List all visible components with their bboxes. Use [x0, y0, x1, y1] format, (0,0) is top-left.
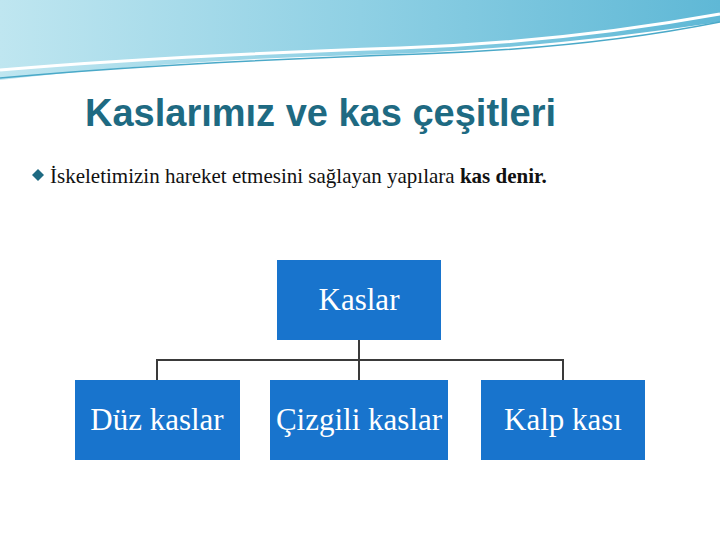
wave-line	[0, 22, 720, 78]
category-box: Düz kaslar	[75, 380, 240, 460]
wave-line	[0, 14, 720, 70]
category-box: Kalp kası	[481, 380, 645, 460]
box-label: Çizgili kaslar	[276, 404, 442, 436]
definition-text: İskeletimizin hareket etmesini sağlayan …	[50, 164, 455, 188]
bullet-mark	[32, 169, 44, 181]
root-box: Kaslar	[277, 260, 441, 340]
slide-title: Kaslarımız ve kas çeşitleri	[60, 92, 660, 135]
box-label: Düz kaslar	[90, 404, 223, 436]
wave-band	[0, 0, 720, 80]
tree-connector	[359, 340, 563, 380]
box-label: Kaslar	[319, 284, 400, 316]
bullet-text: İskeletimizin hareket etmesini sağlayan …	[50, 160, 705, 193]
box-label: Kalp kası	[504, 404, 622, 436]
category-box: Çizgili kaslar	[270, 380, 448, 460]
definition-term: kas denir.	[460, 164, 547, 188]
tree-connector	[157, 340, 359, 380]
